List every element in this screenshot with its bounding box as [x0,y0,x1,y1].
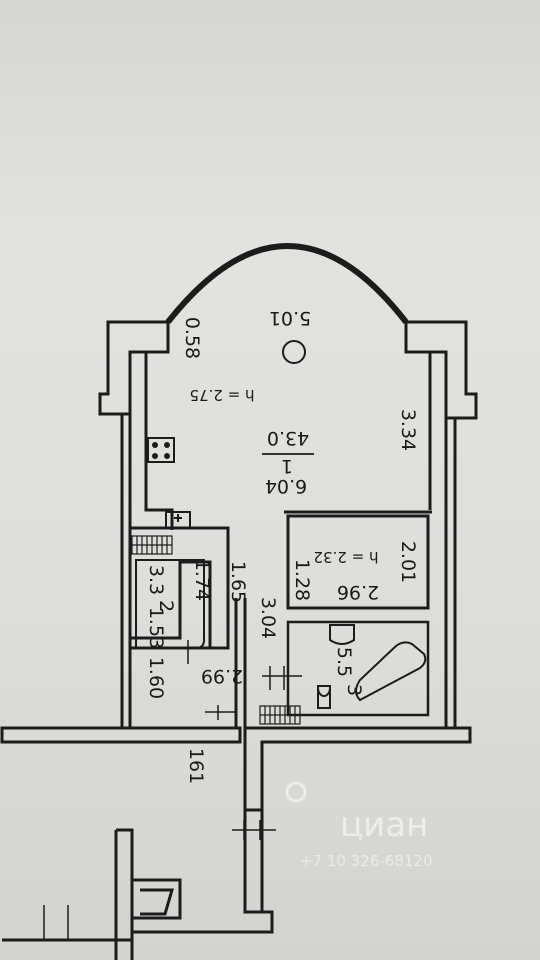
hall-depth-label: 1.60 [145,657,167,699]
bath-wall [286,620,430,717]
ceiling-niche-label: h = 2.32 [313,548,378,566]
watermark: циан +7 10 326-68120 [285,781,433,870]
hall-width-label: 2.99 [201,665,243,687]
bottom-wall-left [0,726,242,744]
corridor-width-label: 1.65 [227,561,249,603]
sink [329,624,355,645]
niche-depth-label: 1.28 [291,559,313,601]
toilet [317,685,331,709]
room-number-label: 1 [281,455,293,477]
bottom-wall-right [243,726,472,812]
bay-side-label: 0.58 [181,317,203,359]
ceiling-main-label: h = 2.75 [189,386,254,404]
niche-width-label: 2.96 [337,581,379,603]
bay-window-arc [165,243,409,324]
left-column [98,320,170,416]
light-fixture-icon [282,340,306,364]
door-mark [43,640,302,940]
total-area-label: 43.0 [267,427,309,449]
lower-fixture [132,878,182,920]
corridor-wall [243,810,264,914]
lower-room [2,828,274,960]
wc-wall [130,526,230,650]
watermark-phone: +7 10 326-68120 [300,852,433,870]
main-length-label: 6.04 [265,475,307,497]
wc-area-label: 3.3 [145,565,167,595]
wc-depth-label: 1.74 [191,559,213,601]
bath-number-label: 3 [343,684,365,696]
niche-wall [284,510,432,610]
walls [0,243,478,960]
labels: 5.01 0.58 h = 2.75 3.34 43.0 1 6.04 h = … [145,307,419,784]
right-column [404,320,478,420]
stove [147,437,175,463]
right-wall-label: 3.34 [397,409,419,451]
watermark-brand: циан [340,805,428,845]
bath-area-label: 5.5 [333,647,355,677]
radiator-hall [259,705,301,725]
hall-partition [130,598,247,728]
left-wall [120,414,132,728]
bathtub [355,641,427,702]
niche-height-label: 2.01 [397,541,419,583]
entry-width-label: 161 [185,748,207,784]
radiator-wc [131,535,173,555]
kitchen-sink [165,511,191,529]
wc-number-label: 2 [155,600,177,612]
location-pin-icon [285,781,307,803]
wc-width-label: 1.53 [145,607,167,649]
kitchen-wall [144,352,174,530]
stove-burners [152,442,170,459]
corridor-length-label: 3.04 [257,597,279,639]
right-wall [428,352,457,728]
bay-width-label: 5.01 [269,307,311,329]
